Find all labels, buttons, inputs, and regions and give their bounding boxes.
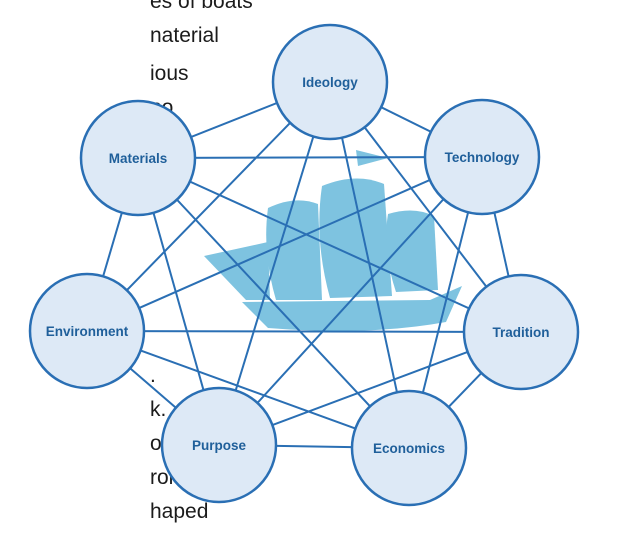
node-circle (423, 98, 541, 216)
node-materials: Materials (79, 99, 197, 217)
text-line: . (150, 364, 156, 387)
node-circle (462, 273, 580, 391)
connector-technology-purpose (218, 156, 483, 446)
connector-technology-environment (86, 156, 483, 332)
node-purpose: Purpose (160, 386, 278, 504)
node-label: Ideology (302, 75, 358, 90)
text-line: k. (150, 398, 167, 421)
node-label: Tradition (493, 325, 550, 340)
node-circle (79, 99, 197, 217)
node-environment: Environment (28, 272, 146, 390)
node-ideology: Ideology (271, 23, 389, 141)
text-line: es of boats (150, 0, 253, 13)
text-line: ious (150, 62, 189, 85)
node-label: Environment (46, 324, 129, 339)
node-technology: Technology (423, 98, 541, 216)
sailing-ship-icon (204, 150, 462, 331)
node-circle (350, 389, 468, 507)
text-line: haped (150, 500, 209, 523)
node-circle (28, 272, 146, 390)
connector-tradition-materials (137, 157, 522, 333)
ship-sail (204, 242, 270, 300)
connector-ideology-purpose (218, 81, 331, 446)
node-label: Materials (109, 151, 168, 166)
ship-sail (266, 200, 322, 300)
node-label: Purpose (192, 438, 247, 453)
ship-sail (386, 210, 438, 292)
node-circle (160, 386, 278, 504)
connector-economics-materials (137, 157, 410, 449)
node-economics: Economics (350, 389, 468, 507)
node-circle (271, 23, 389, 141)
text-line: naterial (150, 24, 219, 47)
connector-tradition-environment (86, 330, 522, 333)
ship-hull (242, 286, 462, 331)
ship-sail (319, 178, 392, 298)
connector-ideology-economics (329, 81, 410, 449)
node-tradition: Tradition (462, 273, 580, 391)
node-label: Technology (445, 150, 520, 165)
node-label: Economics (373, 441, 445, 456)
